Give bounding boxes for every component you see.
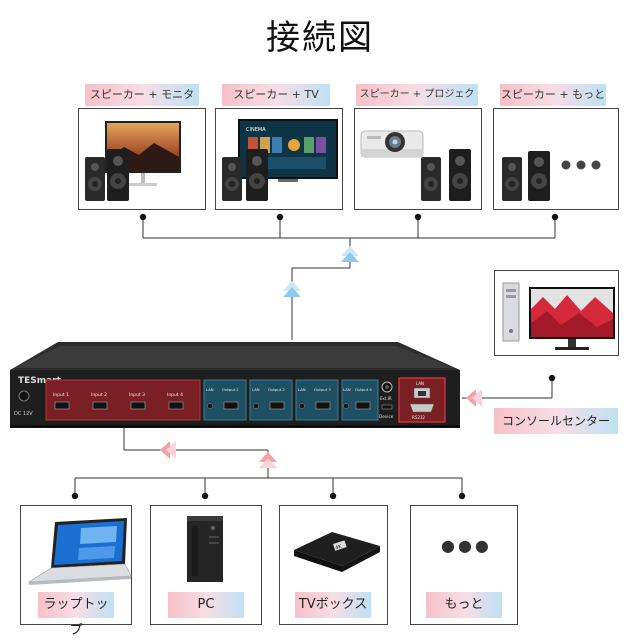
lan-label: LAN: [416, 381, 424, 386]
lan-port-label: LAN: [343, 387, 351, 392]
connector-dot: [329, 492, 337, 500]
connector-dot: [139, 213, 147, 221]
output-port-label: Output 4: [355, 387, 372, 392]
output-label-3: スピーカー + プロジェクター: [356, 84, 478, 122]
tvbox-badge: 4K: [335, 543, 344, 551]
lan-port-label: LAN: [206, 387, 214, 392]
pink-left-arrow-icon: [160, 441, 176, 459]
output-box-tv: CINEMA: [215, 108, 343, 210]
blue-up-arrow-icon: [341, 246, 359, 262]
input-label-more: もっと: [426, 592, 502, 618]
pink-up-arrow-icon: [259, 452, 277, 468]
output-port-label: Output 2: [268, 387, 285, 392]
input-label-laptop: ラップトップ: [38, 592, 114, 638]
audio-label: Ext.IR: [380, 396, 392, 401]
page-title: 接続図: [266, 18, 374, 58]
console-box: [494, 270, 619, 356]
output-box-monitor: [78, 108, 206, 210]
connector-dot: [276, 213, 284, 221]
desktop-computer-illustration: [502, 282, 615, 350]
output-label-2: スピーカー + TV: [222, 84, 330, 106]
output-port-label: Output 3: [314, 387, 331, 392]
lan-port-label: LAN: [252, 387, 260, 392]
tv-box-illustration: 4K: [294, 532, 380, 572]
pc-tower-illustration: [187, 516, 223, 582]
output-label-4: スピーカー + もっと: [500, 84, 606, 106]
output-box-more: [493, 108, 619, 210]
console-label: コンソールセンター: [494, 408, 618, 434]
brand-text: TESmart: [18, 376, 62, 386]
connector-dot: [551, 213, 559, 221]
tv-speakers-illustration: CINEMA: [222, 119, 338, 201]
more-dots-icon: ●●●: [441, 536, 492, 555]
laptop-illustration: [27, 518, 132, 585]
blue-up-arrow-icon: [283, 281, 301, 297]
connector-dot: [548, 374, 556, 382]
lan-port-label: LAN: [298, 387, 306, 392]
pink-left-arrow-icon: [466, 389, 482, 407]
input-port-label: Input 1: [53, 392, 69, 398]
input-label-tvbox: TVボックス: [295, 592, 371, 618]
input-label-pc: PC: [168, 592, 244, 618]
connector-dot: [414, 213, 422, 221]
connector-dot: [71, 492, 79, 500]
connector-dot: [458, 492, 466, 500]
projector-speakers-illustration: [360, 130, 471, 201]
rs232-label: RS232: [412, 415, 425, 420]
output-port-label: Output 1: [222, 387, 239, 392]
connector-dot: [201, 492, 209, 500]
device-label: Device: [379, 414, 394, 419]
input-port-label: Input 3: [129, 392, 145, 398]
input-port-label: Input 2: [91, 392, 107, 398]
monitor-speakers-illustration: [85, 121, 181, 201]
input-port-label: Input 4: [167, 392, 183, 398]
output-box-projector: [354, 108, 482, 210]
speakers-more-illustration: [502, 151, 601, 201]
output-label-1: スピーカー + モニター: [85, 84, 199, 123]
power-label: DC 12V: [14, 411, 33, 417]
tv-brand-text: CINEMA: [246, 127, 266, 133]
